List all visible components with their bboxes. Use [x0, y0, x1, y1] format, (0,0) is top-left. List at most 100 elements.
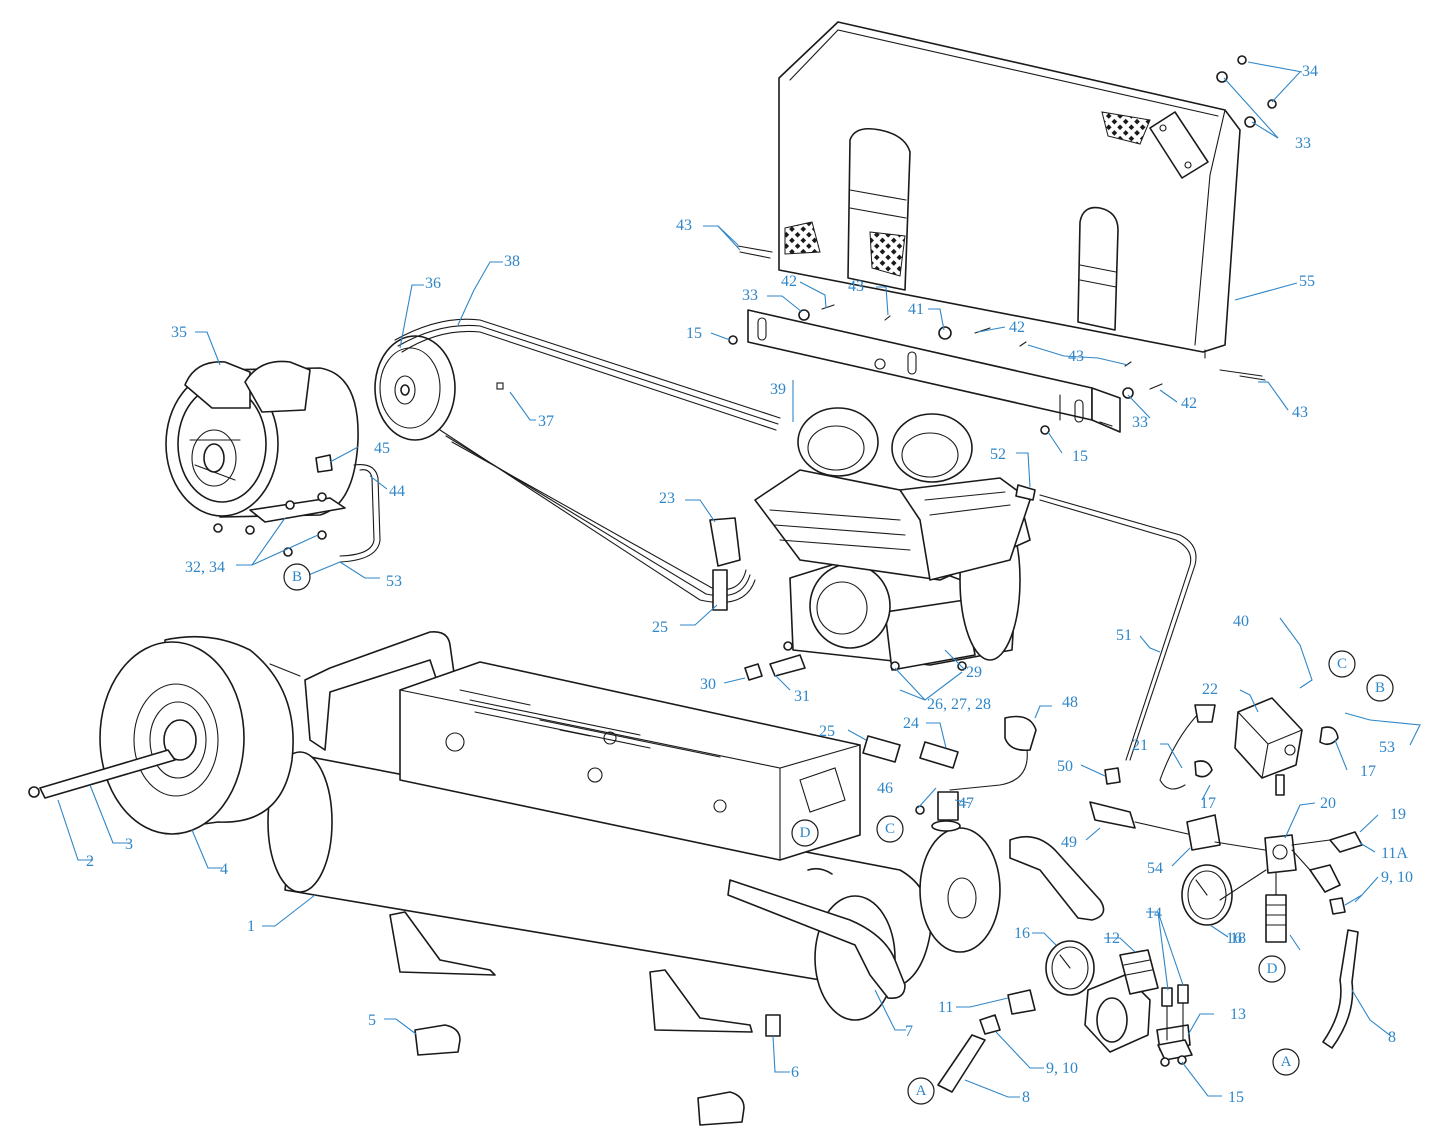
part-callout: 20 — [1320, 795, 1336, 812]
svg-text:C: C — [1337, 656, 1347, 672]
part-callout: 43 — [1292, 404, 1308, 421]
svg-text:D: D — [1267, 961, 1278, 977]
leader-lines — [57, 61, 1421, 1098]
part-callout: 50 — [1057, 758, 1073, 775]
part-callout: 1 — [247, 918, 255, 935]
part-callout: 11A — [1381, 845, 1408, 862]
part-callout: 43 — [848, 278, 864, 295]
connector-marker: D — [791, 819, 819, 847]
part-callout: 53 — [386, 573, 402, 590]
part-callout: 8 — [1388, 1029, 1396, 1046]
part-callout: 15 — [1072, 448, 1088, 465]
connector-marker: D — [1258, 955, 1286, 983]
hose-right — [1322, 929, 1359, 1049]
part-callout: 9, 10 — [1381, 869, 1413, 886]
part-callout: 22 — [1202, 681, 1218, 698]
part-callout: 37 — [538, 413, 554, 430]
part-callout: 5 — [368, 1012, 376, 1029]
part-callout: 3 — [125, 836, 133, 853]
part-callout: 30 — [700, 676, 716, 693]
air-tank — [267, 751, 1001, 1037]
part-callout: 42 — [1009, 319, 1025, 336]
part-callout: 34 — [1302, 63, 1318, 80]
part-callout: 16 — [1014, 925, 1030, 942]
part-callout: 31 — [794, 688, 810, 705]
part-callout: 52 — [990, 446, 1006, 463]
connector-marker: B — [1366, 674, 1394, 702]
part-callout: 25 — [819, 723, 835, 740]
motor-pulley — [374, 335, 456, 441]
part-callout: 15 — [1228, 1089, 1244, 1106]
part-callout: 4 — [220, 861, 228, 878]
compressor-pump — [709, 407, 1036, 681]
part-callout: 48 — [1062, 694, 1078, 711]
regulator — [979, 940, 1193, 1067]
connector-marker: A — [1272, 1048, 1300, 1076]
part-callout: 11 — [938, 999, 953, 1016]
svg-text:B: B — [1375, 680, 1385, 696]
part-callout: 38 — [504, 253, 520, 270]
connector-marker: C — [1328, 650, 1356, 678]
wheel — [28, 635, 301, 835]
part-callout: 8 — [1022, 1089, 1030, 1106]
svg-text:D: D — [800, 825, 811, 841]
part-callout: 55 — [1299, 273, 1315, 290]
part-callout: 45 — [374, 440, 390, 457]
part-callout: 15 — [686, 325, 702, 342]
part-callout: 23 — [659, 490, 675, 507]
part-callout: 19 — [1390, 806, 1406, 823]
rubber-foot-2 — [697, 1091, 745, 1126]
part-callouts: 34 33 43 55 38 36 35 42 43 33 15 41 42 4… — [86, 63, 1413, 1106]
svg-text:A: A — [916, 1083, 927, 1099]
rear-handle — [1009, 835, 1105, 921]
part-callout: 33 — [742, 287, 758, 304]
part-callout: 17 — [1200, 795, 1216, 812]
part-callout: 18 — [1230, 930, 1246, 947]
pump-fittings — [862, 715, 1037, 832]
part-callout: 16 — [1226, 930, 1242, 947]
part-callout: 29 — [966, 664, 982, 681]
part-callout: 47 — [958, 795, 974, 812]
part-callout: 43 — [676, 217, 692, 234]
discharge-tube — [1039, 494, 1197, 761]
part-callout: 25 — [652, 619, 668, 636]
part-callout: 33 — [1132, 414, 1148, 431]
part-callout: 53 — [1379, 739, 1395, 756]
part-callout: 40 — [1233, 613, 1249, 630]
part-callout: 2 — [86, 853, 94, 870]
guard-bracket — [747, 309, 1121, 433]
belt-guard — [778, 21, 1241, 359]
connector-marker: C — [876, 815, 904, 843]
part-callout: 42 — [1181, 395, 1197, 412]
svg-text:C: C — [885, 821, 895, 837]
hose-lower — [937, 1034, 986, 1093]
motor — [165, 360, 381, 563]
rubber-foot — [414, 1024, 461, 1056]
part-callout: 46 — [877, 780, 893, 797]
part-callout: 13 — [1230, 1006, 1246, 1023]
base-plate — [399, 661, 861, 861]
part-callout: 43 — [1068, 348, 1084, 365]
part-callout: 49 — [1061, 834, 1077, 851]
part-callout: 39 — [770, 381, 786, 398]
part-callout: 9, 10 — [1046, 1060, 1078, 1077]
svg-text:A: A — [1281, 1054, 1292, 1070]
part-callout: 21 — [1132, 737, 1148, 754]
svg-text:B: B — [292, 569, 302, 585]
part-callout: 44 — [389, 483, 405, 500]
part-callout: 33 — [1295, 135, 1311, 152]
part-callout: 12 — [1104, 930, 1120, 947]
part-callout: 41 — [908, 301, 924, 318]
part-callout: 6 — [791, 1064, 799, 1081]
connector-markers: B C B D C D A A — [283, 563, 1394, 1105]
front-handle — [727, 879, 906, 1000]
connector-marker: A — [907, 1077, 935, 1105]
part-callout: 14 — [1146, 905, 1162, 922]
control-manifold — [1089, 697, 1363, 943]
part-callout: 7 — [905, 1023, 913, 1040]
part-callout: 51 — [1116, 627, 1132, 644]
connector-marker: B — [283, 563, 311, 591]
part-callout: 36 — [425, 275, 441, 292]
